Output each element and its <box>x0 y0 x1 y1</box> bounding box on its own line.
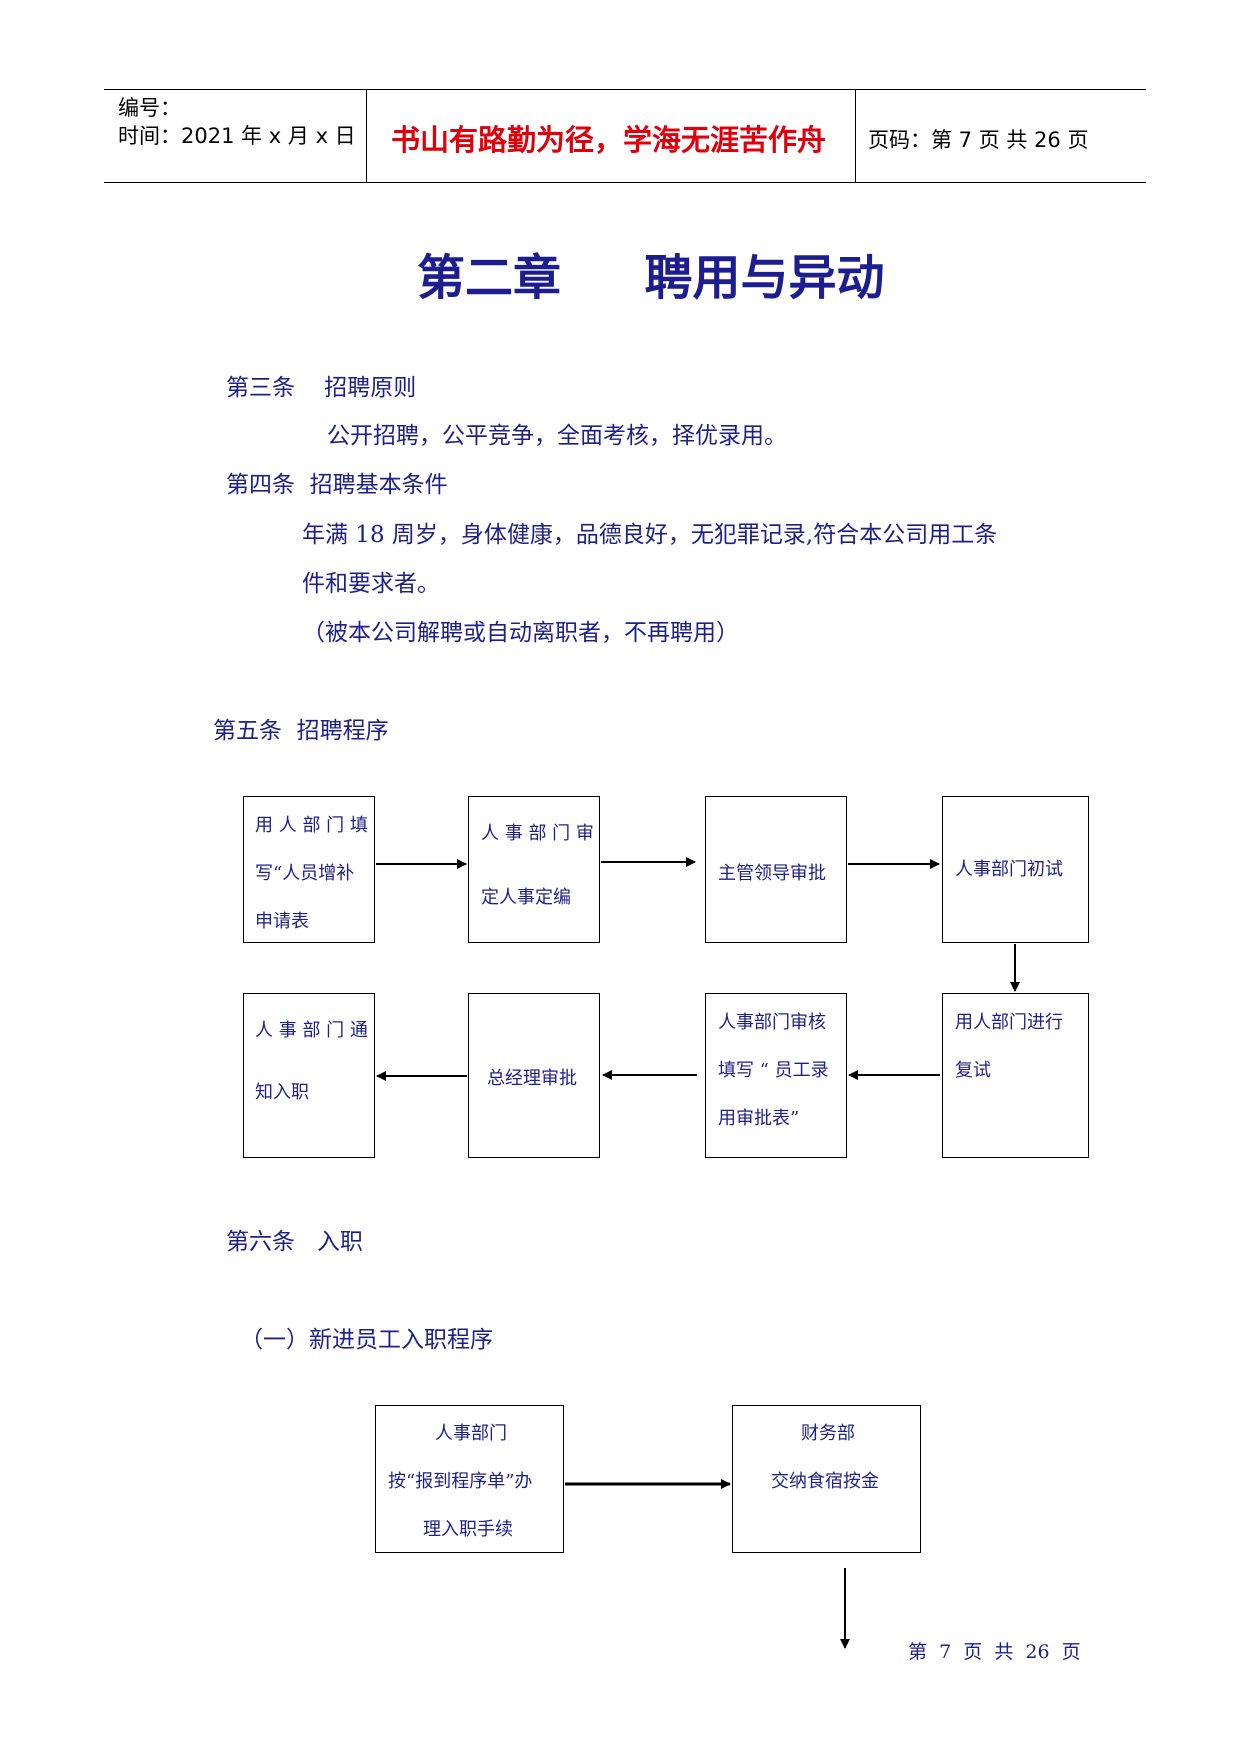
header-motto: 书山有路勤为径，学海无涯苦作舟 <box>391 123 827 157</box>
article-4-title: 第四条 招聘基本条件 <box>226 472 448 498</box>
header-number-label: 编号： <box>118 96 181 120</box>
flow-box-text: 财务部 <box>801 1423 855 1444</box>
header-divider-left <box>366 90 367 182</box>
flow-box-text: 定人事定编 <box>481 887 571 908</box>
flow-box-text: 人事部门 <box>435 1423 507 1444</box>
header-bottom-rule <box>104 182 1146 183</box>
flow-box-text: 主管领导审批 <box>718 863 826 884</box>
header-time-label: 时间：2021 年 x 月 x 日 <box>118 124 356 148</box>
article-3-title: 第三条 招聘原则 <box>226 375 417 401</box>
article-3-text: 公开招聘，公平竞争，全面考核，择优录用。 <box>327 423 787 449</box>
flow-box-text: 写“人员增补 <box>255 863 355 884</box>
flow-box-text: 人事部门审核 <box>718 1012 826 1033</box>
article-4-text-1: 年满 18 周岁，身体健康，品德良好，无犯罪记录,符合本公司用工条 <box>302 522 998 548</box>
flow-box-text: 知入职 <box>255 1082 309 1103</box>
flow-box-fill-request: 用 人 部 门 填 写“人员增补 申请表 <box>243 796 375 943</box>
flow-box-second-interview: 用人部门进行 复试 <box>942 993 1089 1158</box>
article-6-title: 第六条 入职 <box>226 1229 363 1255</box>
article-5-title: 第五条 招聘程序 <box>213 718 389 744</box>
flow-box-text: 复试 <box>955 1060 991 1081</box>
flow-box-text: 人 事 部 门 通 <box>255 1020 368 1041</box>
flow-box-text: 交纳食宿按金 <box>771 1471 879 1492</box>
flow-box-text: 申请表 <box>255 911 309 932</box>
flow-box-text: 人 事 部 门 审 <box>481 823 594 844</box>
chapter-title: 第二章 聘用与异动 <box>417 250 885 306</box>
flow-box-text: 理入职手续 <box>423 1519 513 1540</box>
onboard-box-hr: 人事部门 按“报到程序单”办 理入职手续 <box>375 1405 564 1553</box>
header-top-rule <box>104 89 1146 90</box>
footer-page-number: 第 7 页 共 26 页 <box>908 1641 1081 1663</box>
flow-box-text: 填写 “ 员工录 <box>718 1060 829 1081</box>
flow-box-text: 用审批表” <box>718 1108 800 1129</box>
flow-box-text: 按“报到程序单”办 <box>388 1471 533 1492</box>
header-divider-right <box>855 90 856 182</box>
article-4-note: （被本公司解聘或自动离职者，不再聘用） <box>302 620 739 646</box>
header-page-label: 页码：第 7 页 共 26 页 <box>868 128 1089 152</box>
flow-box-notify-onboard: 人 事 部 门 通 知入职 <box>243 993 375 1158</box>
flow-box-text: 人事部门初试 <box>955 859 1063 880</box>
flow-box-text: 用 人 部 门 填 <box>255 815 368 836</box>
flow-box-manager-approval: 主管领导审批 <box>705 796 847 943</box>
flow-box-gm-approval: 总经理审批 <box>468 993 600 1158</box>
flow-box-text: 用人部门进行 <box>955 1012 1063 1033</box>
flow-box-hr-approval-form: 人事部门审核 填写 “ 员工录 用审批表” <box>705 993 847 1158</box>
article-4-text-2: 件和要求者。 <box>302 571 440 597</box>
flow-box-first-interview: 人事部门初试 <box>942 796 1089 943</box>
article-6-subtitle: （一）新进员工入职程序 <box>240 1327 493 1353</box>
onboard-box-finance: 财务部 交纳食宿按金 <box>732 1405 921 1553</box>
flow-box-text: 总经理审批 <box>487 1068 577 1089</box>
flow-box-hr-review: 人 事 部 门 审 定人事定编 <box>468 796 600 943</box>
